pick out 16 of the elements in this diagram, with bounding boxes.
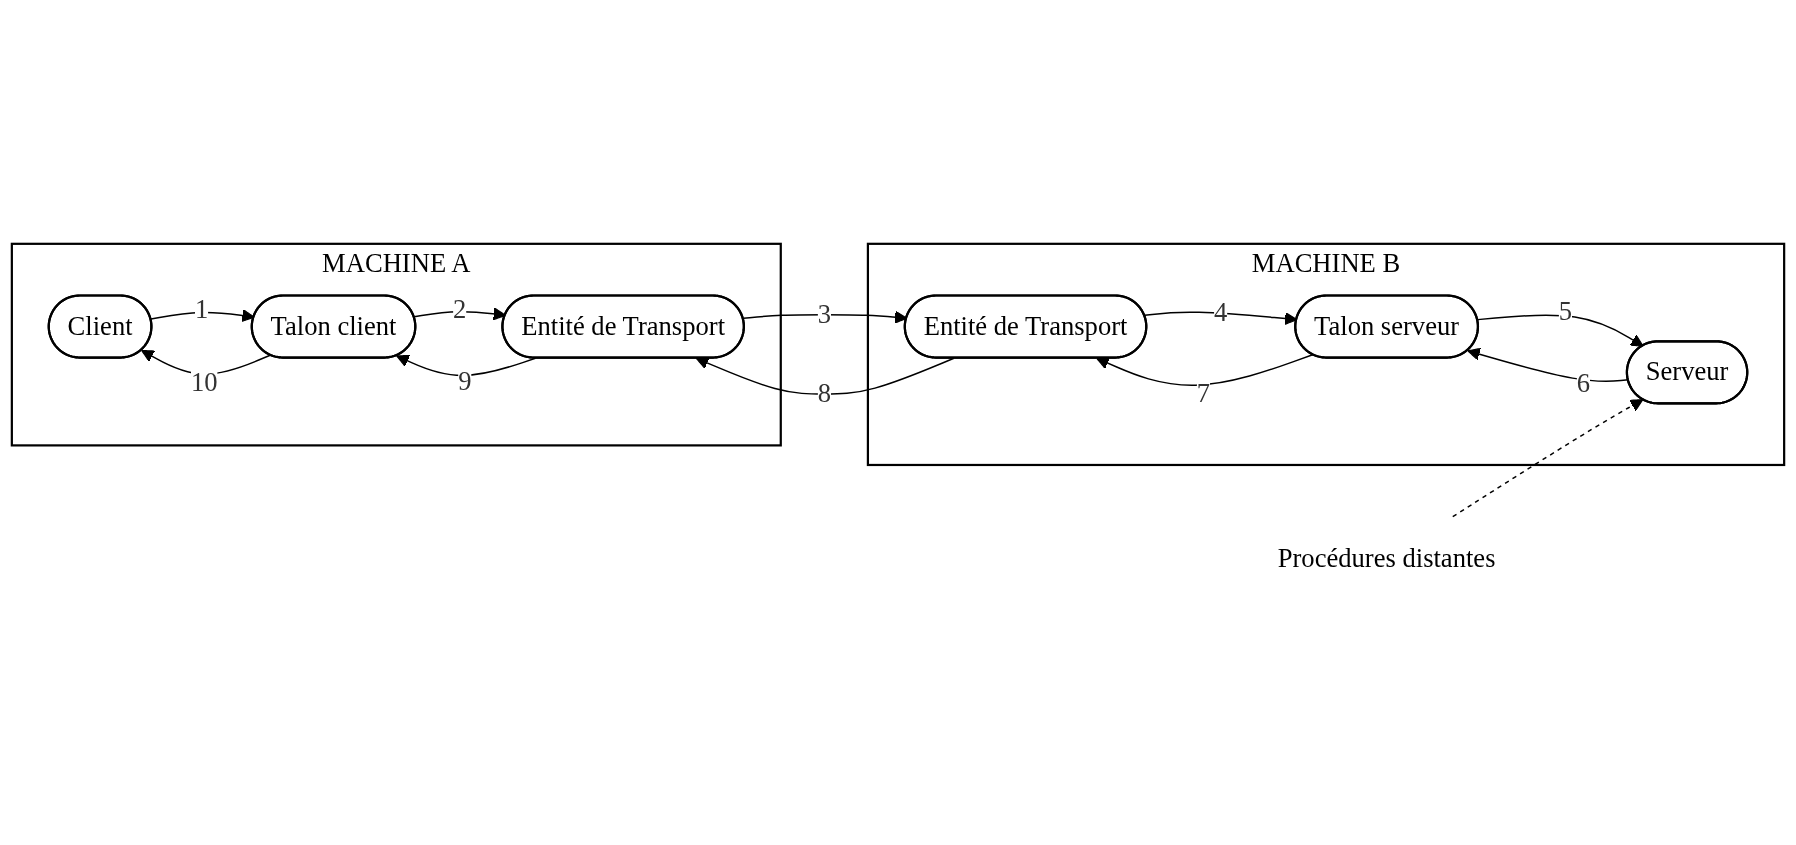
edge-label: 10	[190, 367, 218, 398]
arrow	[695, 357, 955, 395]
edge-label: 5	[1558, 296, 1573, 326]
edge-label: 9	[458, 366, 472, 397]
edge-label: 1	[194, 294, 209, 325]
edge-label: 8	[817, 378, 831, 409]
arrow	[1452, 399, 1644, 518]
edge-label: 4	[1214, 297, 1228, 327]
edge-label: 6	[1576, 368, 1590, 399]
arrow	[1143, 311, 1298, 326]
node-text: Procédures distantes	[1277, 543, 1496, 573]
edge-label: 7	[1196, 378, 1211, 409]
arrow	[1476, 314, 1644, 347]
edge-label: 3	[817, 299, 831, 329]
edge-label: 2	[453, 294, 467, 325]
arrow	[1096, 354, 1314, 387]
